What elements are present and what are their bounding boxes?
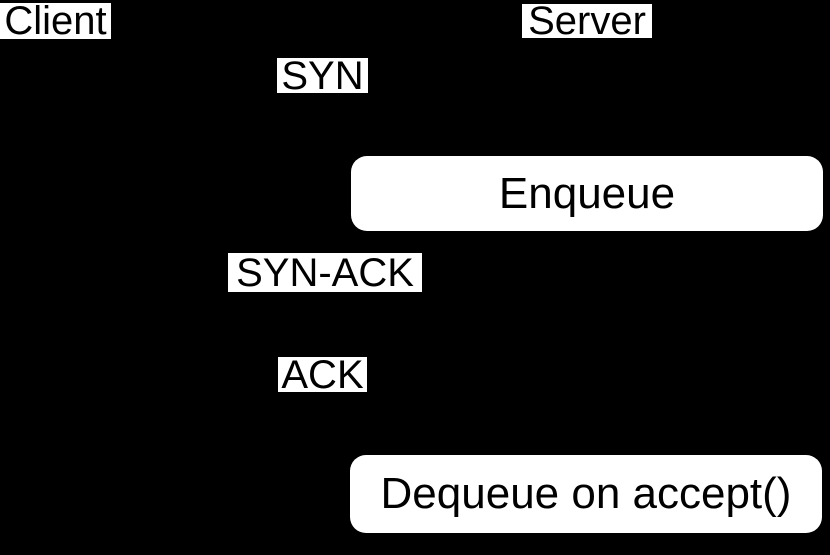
action-box-dequeue: Dequeue on accept() bbox=[350, 455, 822, 533]
message-label-syn: SYN bbox=[277, 53, 368, 98]
message-label-ack-text: ACK bbox=[281, 352, 364, 397]
actor-label-client-text: Client bbox=[4, 0, 107, 43]
message-label-ack: ACK bbox=[278, 352, 367, 397]
actor-label-client: Client bbox=[0, 0, 111, 43]
actor-label-server-text: Server bbox=[528, 0, 646, 43]
message-label-syn-text: SYN bbox=[281, 53, 364, 98]
action-box-enqueue: Enqueue bbox=[351, 156, 823, 231]
action-box-dequeue-text: Dequeue on accept() bbox=[380, 469, 792, 518]
action-box-enqueue-text: Enqueue bbox=[498, 168, 676, 218]
actor-label-server: Server bbox=[522, 0, 652, 43]
message-label-syn-ack: SYN-ACK bbox=[228, 250, 422, 295]
message-label-syn-ack-text: SYN-ACK bbox=[236, 250, 414, 295]
